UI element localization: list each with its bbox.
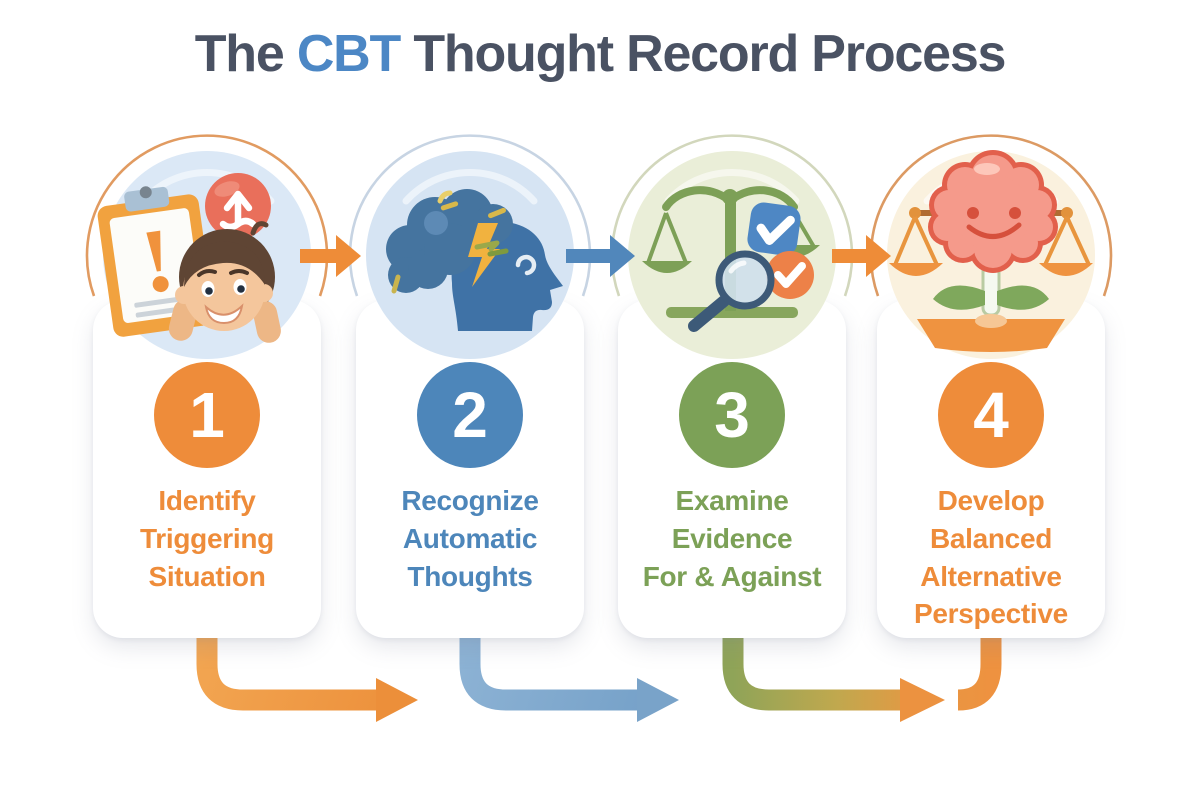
step-column-4: 4 Develop Balanced Alternative Perspecti… bbox=[861, 127, 1121, 657]
ring-arc bbox=[85, 134, 329, 297]
stem-base bbox=[975, 314, 1007, 328]
title-prefix: The bbox=[194, 25, 297, 83]
stormy-thoughts-head-icon bbox=[386, 189, 563, 331]
step-number-badge: 4 bbox=[938, 362, 1044, 468]
title-suffix: Thought Record Process bbox=[400, 25, 1006, 83]
step-label: Examine Evidence For & Against bbox=[642, 485, 822, 592]
bottom-flow-arrows bbox=[196, 632, 1002, 722]
step2-icon-bubble bbox=[348, 134, 592, 359]
flow-arrow-under-step1-icon bbox=[196, 632, 418, 722]
orange-check-badge-icon bbox=[766, 251, 814, 299]
left-leaf bbox=[933, 285, 985, 310]
ring-arc bbox=[348, 134, 592, 297]
arrow-step2-to-step3-icon bbox=[566, 235, 635, 277]
thought-sparks bbox=[391, 190, 509, 294]
arrow-step1-to-step2-icon bbox=[300, 235, 361, 277]
flow-arrow-step3-to-step4-bottom-icon bbox=[722, 632, 1002, 722]
step-column-3: 3 Examine Evidence For & Against bbox=[602, 127, 862, 657]
step-label: Develop Balanced Alternative Perspective bbox=[914, 485, 1068, 630]
cloud-highlight bbox=[424, 211, 448, 235]
bubble-highlight bbox=[402, 169, 538, 205]
eye-swirl bbox=[515, 254, 537, 276]
smiling-brain-icon bbox=[928, 150, 1058, 273]
step-number-badge: 2 bbox=[417, 362, 523, 468]
title-highlight-cbt: CBT bbox=[296, 25, 401, 83]
step-number-badge: 1 bbox=[154, 362, 260, 468]
triggering-situation-clipboard-icon bbox=[97, 173, 281, 343]
step3-icon-bubble bbox=[610, 134, 854, 359]
step-column-1: 1 Identify Triggering Situation bbox=[77, 127, 337, 657]
step-column-2: 2 Recognize Automatic Thoughts bbox=[340, 127, 600, 657]
lightning-bolt-icon bbox=[468, 223, 500, 287]
step-connector-arrows bbox=[300, 235, 891, 277]
step-card-2: 2 Recognize Automatic Thoughts bbox=[356, 300, 584, 638]
step1-icon-bubble bbox=[85, 134, 329, 359]
ring-arc bbox=[610, 134, 854, 297]
step-number-badge: 3 bbox=[679, 362, 785, 468]
magnifying-glass-icon bbox=[688, 250, 775, 332]
balanced-brain-scales-icon bbox=[889, 150, 1093, 352]
flow-arrow-under-step2-icon bbox=[459, 632, 679, 722]
step-label: Identify Triggering Situation bbox=[140, 485, 274, 592]
blue-check-badge-icon bbox=[747, 202, 801, 256]
right-leaf bbox=[997, 285, 1049, 310]
base-tray bbox=[917, 319, 1065, 352]
bubble-highlight bbox=[664, 169, 800, 205]
step-card-4: 4 Develop Balanced Alternative Perspecti… bbox=[877, 300, 1105, 638]
step-card-3: 3 Examine Evidence For & Against bbox=[618, 300, 846, 638]
page-title: The CBT Thought Record Process bbox=[0, 24, 1200, 84]
hanging-scales bbox=[889, 207, 1093, 276]
ring-arc bbox=[869, 134, 1113, 297]
arrow-step3-to-step4-icon bbox=[832, 235, 891, 277]
step-label: Recognize Automatic Thoughts bbox=[401, 485, 539, 592]
evidence-scales-magnifier-icon bbox=[642, 186, 820, 332]
child-face-icon bbox=[168, 221, 281, 343]
direction-badge-icon bbox=[205, 173, 271, 239]
step4-icon-bubble bbox=[869, 134, 1113, 359]
